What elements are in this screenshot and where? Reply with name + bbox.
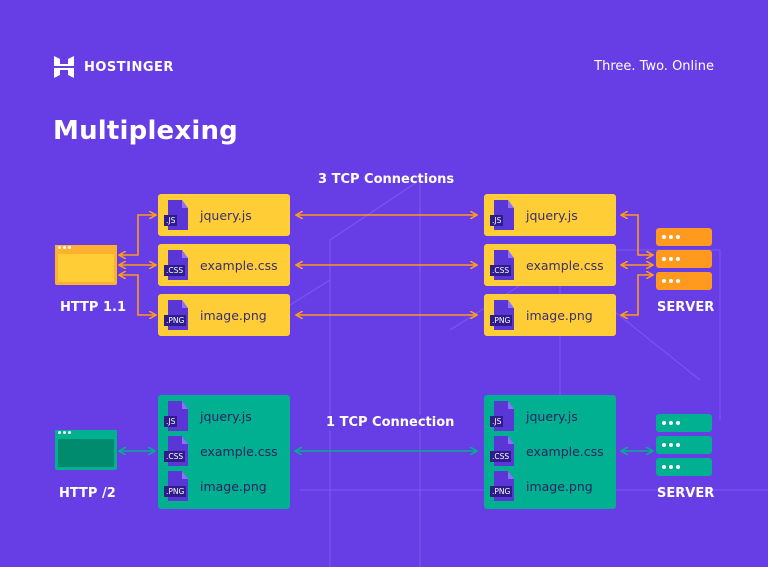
page-title: Multiplexing <box>53 116 238 146</box>
list-item: .JS jquery.js <box>484 401 578 431</box>
css-file-icon: .CSS <box>164 436 188 466</box>
css-file-icon: .CSS <box>490 436 514 466</box>
http2-client-files: .JS jquery.js .CSS example.css .PNG imag… <box>158 395 290 509</box>
server-arrow-png <box>622 275 652 315</box>
client-arrow-js <box>120 215 155 255</box>
list-item: .PNG image.png <box>158 471 267 501</box>
server-arrow-js <box>622 215 652 255</box>
js-file-icon: .JS <box>490 200 514 230</box>
file-name: example.css <box>526 443 604 459</box>
list-item: .CSS example.css <box>158 436 278 466</box>
file-name: image.png <box>200 478 267 494</box>
http11-client-file-css: .CSS example.css <box>158 244 290 286</box>
hostinger-logo-icon <box>54 56 74 78</box>
http11-browser-icon <box>55 245 117 285</box>
css-file-icon: .CSS <box>490 250 514 280</box>
file-name: jquery.js <box>200 207 252 223</box>
http11-server-label: SERVER <box>657 300 715 315</box>
http11-label: HTTP 1.1 <box>60 300 126 315</box>
client-arrow-png <box>120 275 155 315</box>
http11-connections-label: 3 TCP Connections <box>318 172 455 187</box>
http2-server-files: .JS jquery.js .CSS example.css .PNG imag… <box>484 395 616 509</box>
file-name: example.css <box>526 257 604 273</box>
http11-client-file-png: .PNG image.png <box>158 294 290 336</box>
file-name: image.png <box>200 307 267 323</box>
list-item: .PNG image.png <box>484 471 593 501</box>
png-file-icon: .PNG <box>164 300 188 330</box>
http2-label: HTTP /2 <box>59 486 116 501</box>
file-name: jquery.js <box>526 207 578 223</box>
http2-browser-icon <box>55 430 117 470</box>
file-name: example.css <box>200 443 278 459</box>
http2-connection-label: 1 TCP Connection <box>324 415 457 430</box>
http11-server-file-png: .PNG image.png <box>484 294 616 336</box>
http11-server-file-css: .CSS example.css <box>484 244 616 286</box>
file-name: image.png <box>526 478 593 494</box>
http11-server-file-js: .JS jquery.js <box>484 194 616 236</box>
http11-client-file-js: .JS jquery.js <box>158 194 290 236</box>
png-file-icon: .PNG <box>164 471 188 501</box>
png-file-icon: .PNG <box>490 300 514 330</box>
brand-logo: HOSTINGER <box>54 56 174 78</box>
file-name: jquery.js <box>200 408 252 424</box>
file-name: image.png <box>526 307 593 323</box>
png-file-icon: .PNG <box>490 471 514 501</box>
file-name: example.css <box>200 257 278 273</box>
list-item: .CSS example.css <box>484 436 604 466</box>
http2-server-label: SERVER <box>657 486 715 501</box>
file-name: jquery.js <box>526 408 578 424</box>
js-file-icon: .JS <box>164 200 188 230</box>
js-file-icon: .JS <box>490 401 514 431</box>
list-item: .JS jquery.js <box>158 401 252 431</box>
brand-tagline: Three. Two. Online <box>594 59 714 74</box>
js-file-icon: .JS <box>164 401 188 431</box>
css-file-icon: .CSS <box>164 250 188 280</box>
brand-name: HOSTINGER <box>84 59 174 75</box>
